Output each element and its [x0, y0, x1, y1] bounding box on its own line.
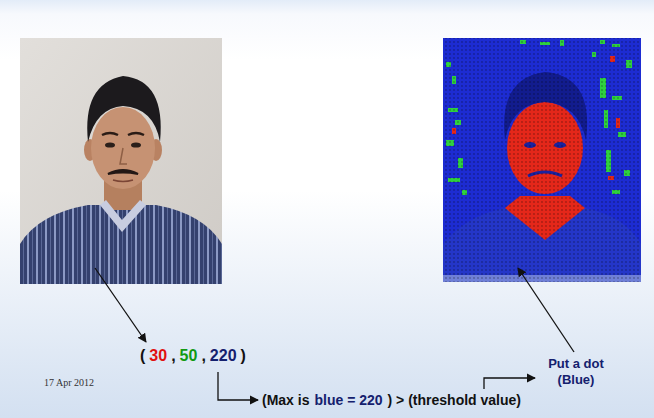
action-note: Put a dot (Blue) — [538, 356, 614, 388]
bracket: ( — [140, 347, 145, 365]
rule-part: ) > (threshold value) — [388, 392, 521, 408]
bracket: ) — [241, 347, 246, 365]
rgb-tuple: (30,50,220) — [140, 347, 246, 365]
shirt-collar — [100, 200, 146, 232]
date-box: 17 Apr 2012 — [44, 377, 94, 388]
striped-shirt — [20, 205, 222, 284]
hair — [87, 76, 161, 142]
processed-image — [443, 38, 641, 282]
comma: , — [171, 347, 175, 365]
eye — [105, 142, 115, 147]
blue-value: blue = 220 — [314, 392, 382, 408]
blue-value: 220 — [210, 347, 237, 365]
eyebrow — [102, 133, 118, 135]
mustache — [108, 170, 138, 174]
dot-texture — [443, 38, 641, 282]
photo-background — [20, 38, 222, 284]
face — [91, 107, 155, 189]
green-value: 50 — [180, 347, 198, 365]
mouth — [113, 180, 133, 182]
eye — [131, 142, 141, 147]
leader-arrow — [484, 378, 535, 389]
action-label: Put a dot (Blue) — [548, 356, 604, 387]
image-background — [443, 38, 641, 282]
nose — [120, 148, 127, 164]
leader-arrow — [218, 372, 258, 400]
rule-text: (Max is blue = 220 ) > (threshold value) — [262, 392, 521, 408]
rule-part: (Max is — [262, 392, 309, 408]
leader-arrow — [95, 268, 146, 342]
comma: , — [201, 347, 205, 365]
date-label: 17 Apr 2012 — [44, 377, 94, 388]
leader-arrow — [518, 268, 574, 352]
portrait-photo — [20, 38, 222, 284]
eyebrow — [128, 133, 144, 135]
red-value: 30 — [149, 347, 167, 365]
